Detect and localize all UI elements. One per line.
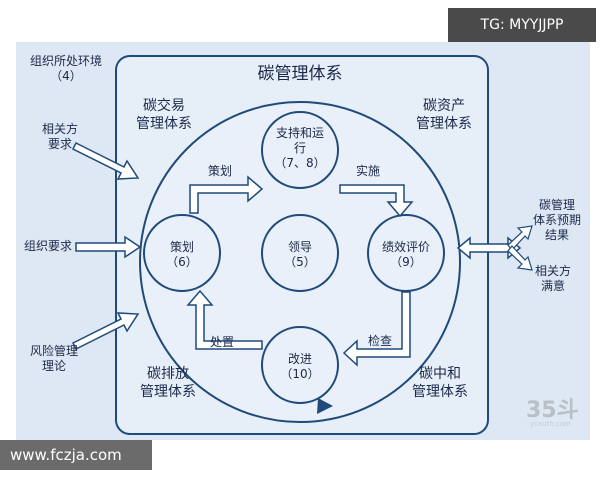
corner-assets-label: 碳资产 管理体系 (416, 98, 472, 132)
watermark-bottom: www.fczja.com (0, 440, 152, 470)
corner-emission-label: 碳排放 管理体系 (140, 366, 196, 400)
cycle-arrowhead (317, 398, 333, 414)
input-arrow-risk (71, 312, 140, 351)
node-support-label: 支持和运 行 （7、8） (274, 126, 326, 170)
node-evaluation-label: 绩效评价 （9） (381, 240, 430, 269)
input-risk-label: 风险管理 理论 (29, 344, 78, 373)
arrow-check-label: 检查 (367, 334, 392, 348)
node-leadership-circle (261, 214, 339, 292)
node-evaluation-circle (367, 214, 445, 292)
output-satisfaction-label: 相关方 满意 (534, 264, 571, 293)
output-expected-label: 碳管理 体系预期 结果 (532, 198, 581, 242)
arrow-plan-label: 策划 (207, 164, 232, 178)
arrow-plan (189, 175, 264, 214)
arrow-act-label: 处置 (209, 335, 234, 349)
node-improvement-circle (261, 326, 339, 404)
node-planning-label: 策划 （6） (166, 240, 198, 269)
input-org-label: 组织要求 (23, 239, 72, 253)
input-arrow-org (75, 235, 142, 259)
arrow-check (342, 291, 411, 367)
node-planning-circle (143, 214, 221, 292)
logo-subtext: ycxuth.com (530, 420, 571, 428)
logo-mark: 35斗 (526, 398, 579, 423)
arrow-implement (339, 184, 414, 218)
input-stakeholders-label: 相关方 要求 (41, 122, 78, 151)
node-leadership-label: 领导 （5） (284, 240, 316, 269)
node-improvement-label: 改进 （10） (280, 352, 320, 381)
corner-trading-label: 碳交易 管理体系 (136, 98, 192, 132)
arrow-implement-label: 实施 (355, 164, 380, 178)
output-arrow-down (507, 245, 533, 271)
corner-neutral-label: 碳中和 管理体系 (412, 366, 468, 400)
arrow-act (186, 289, 263, 350)
input-arrow-stakeholders (71, 141, 140, 180)
node-support-circle (261, 111, 339, 189)
diagram-title: 碳管理体系 (257, 64, 343, 84)
watermark-top: TG: MYYJJPP (448, 8, 596, 42)
output-double-arrow (456, 236, 522, 260)
input-environment-label: 组织所处环境 （4） (29, 54, 102, 83)
